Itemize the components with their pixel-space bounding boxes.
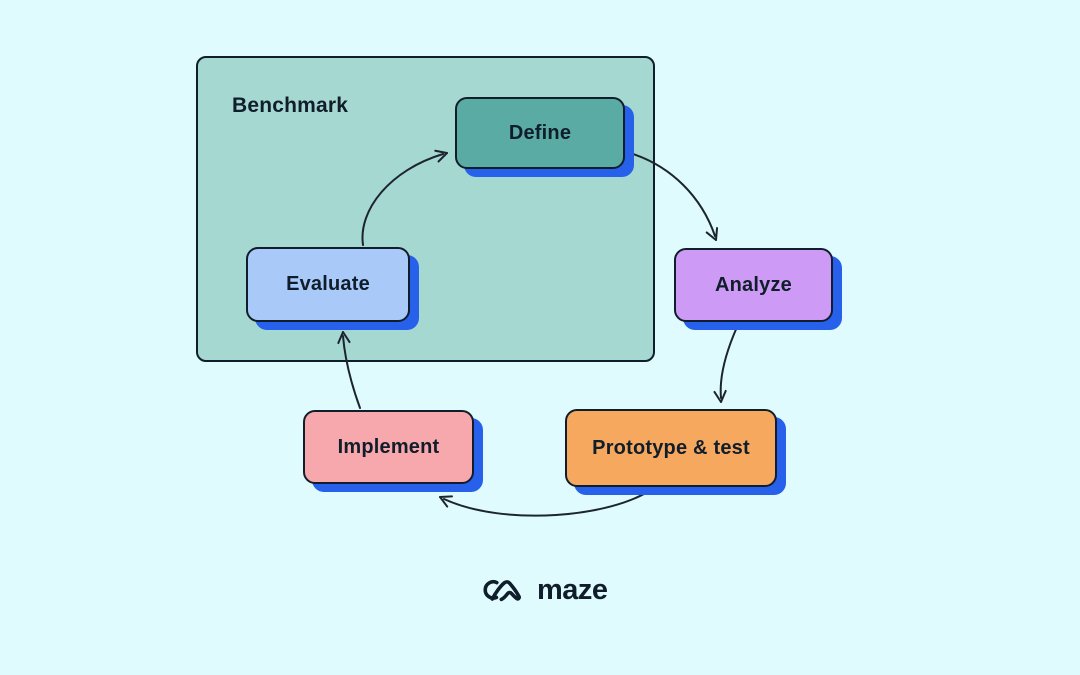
node-implement-label: Implement: [337, 435, 440, 458]
node-analyze-label: Analyze: [715, 273, 792, 296]
node-prototype-test: Prototype & test: [565, 409, 777, 487]
node-analyze: Analyze: [674, 248, 833, 322]
node-implement: Implement: [303, 410, 474, 484]
edge-analyze-to-prototype: [713, 326, 738, 403]
node-define-label: Define: [508, 121, 572, 144]
benchmark-label: Benchmark: [232, 94, 349, 117]
maze-logo-text: maze: [537, 574, 608, 606]
node-define: Define: [455, 97, 625, 169]
maze-logo: maze: [480, 576, 608, 605]
edge-prototype-to-implement: [439, 488, 653, 517]
node-evaluate: Evaluate: [246, 247, 410, 322]
maze-logo-icon: [483, 580, 521, 602]
node-prototype-test-label: Prototype & test: [592, 436, 750, 459]
node-evaluate-label: Evaluate: [286, 273, 370, 295]
